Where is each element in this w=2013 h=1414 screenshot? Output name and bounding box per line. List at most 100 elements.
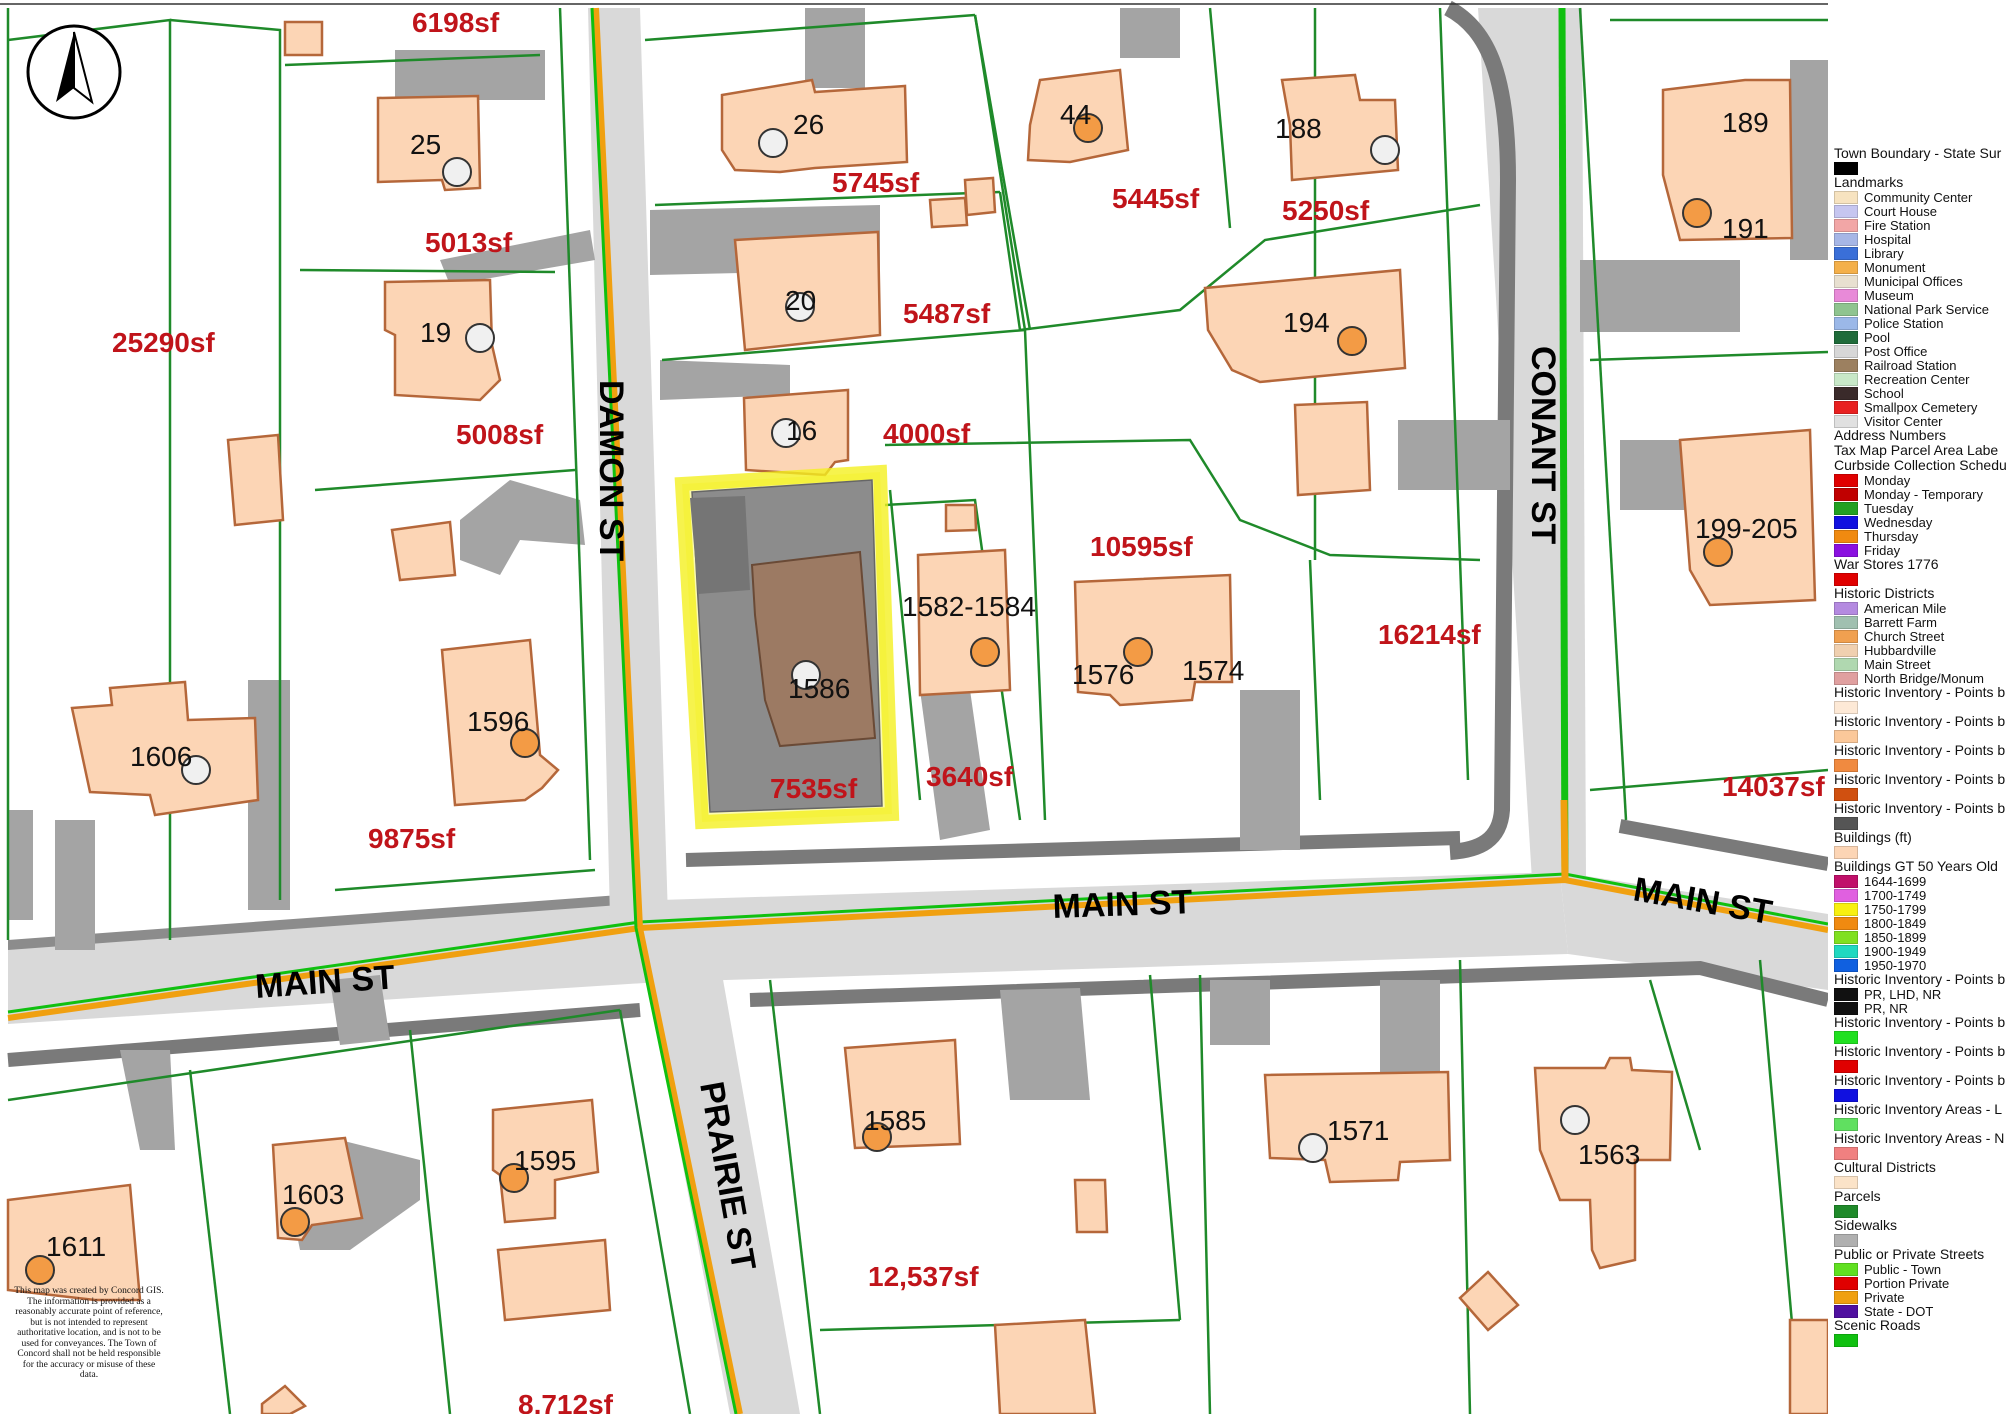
- address-label: 1606: [130, 741, 192, 772]
- legend-section-title: Town Boundary - State Sur: [1834, 145, 2002, 161]
- legend-item-label: Recreation Center: [1864, 371, 1970, 387]
- legend-item-label: Tuesday: [1864, 500, 1914, 516]
- address-label: 1595: [514, 1145, 576, 1176]
- legend-item: [1834, 1333, 2013, 1347]
- area-label: 14037sf: [1722, 771, 1825, 802]
- legend-swatch: [1834, 888, 1858, 902]
- legend-item: Monument: [1834, 260, 2013, 275]
- legend-swatch: [1834, 372, 1858, 386]
- legend-swatch: [1834, 916, 1858, 930]
- address-label: 191: [1722, 213, 1769, 244]
- legend-swatch: [1834, 473, 1858, 487]
- address-label: 1576: [1072, 659, 1134, 690]
- address-label: 199-205: [1695, 513, 1798, 544]
- legend-item: [1834, 758, 2013, 772]
- legend-item: Library: [1834, 245, 2013, 261]
- legend-item-label: Monday: [1864, 472, 1911, 488]
- legend-swatch: [1834, 615, 1858, 629]
- legend-item: Recreation Center: [1834, 371, 2013, 387]
- legend-item: [1834, 700, 2013, 714]
- legend-item-label: 1700-1749: [1864, 887, 1927, 903]
- legend-item-label: School: [1864, 385, 1904, 401]
- legend-item: [1834, 845, 2013, 859]
- legend-swatch: [1834, 700, 1858, 714]
- legend-swatch: [1834, 987, 1858, 1001]
- legend-swatch: [1834, 1233, 1858, 1247]
- legend-section-title: Curbside Collection Schedu: [1834, 457, 2007, 473]
- parcel-area-labels: 6198sf 5013sf 25290sf 5008sf 9875sf 5745…: [112, 7, 1825, 1414]
- legend-swatch: [1834, 330, 1858, 344]
- legend-swatch: [1834, 629, 1858, 643]
- legend-swatch: [1834, 671, 1858, 685]
- legend-swatch: [1834, 260, 1858, 274]
- legend-swatch: [1834, 729, 1858, 743]
- legend-section-title: Historic Districts: [1834, 585, 1935, 601]
- legend-section-title: Buildings GT 50 Years Old: [1834, 858, 1998, 874]
- legend-item-label: Community Center: [1864, 189, 1973, 205]
- legend-item-label: 1750-1799: [1864, 901, 1927, 917]
- legend-section-title: Sidewalks: [1834, 1217, 1898, 1233]
- address-label: 1582-1584: [902, 591, 1036, 622]
- street-network: [7, 0, 1830, 1414]
- area-label: 7535sf: [770, 773, 858, 804]
- legend-swatch: [1834, 487, 1858, 501]
- legend-item: [1834, 787, 2013, 801]
- legend-swatch: [1834, 845, 1858, 859]
- legend-item: Church Street: [1834, 629, 2013, 644]
- address-label: 1603: [282, 1179, 344, 1210]
- legend-item: Wednesday: [1834, 515, 2013, 530]
- legend-swatch: [1834, 288, 1858, 302]
- legend-swatch: [1834, 1030, 1858, 1044]
- legend-section-title: Cultural Districts: [1834, 1159, 1936, 1175]
- legend-swatch: [1834, 400, 1858, 414]
- legend-item-label: Police Station: [1864, 315, 1944, 331]
- legend-item-label: Court House: [1864, 203, 1937, 219]
- selected-parcel-1586[interactable]: [674, 464, 900, 830]
- legend-item: School: [1834, 385, 2013, 401]
- legend-swatch: [1834, 204, 1858, 218]
- legend-swatch: [1834, 1117, 1858, 1131]
- legend-item-label: National Park Service: [1864, 301, 1989, 317]
- legend-swatch: [1834, 758, 1858, 772]
- legend-item: 1750-1799: [1834, 901, 2013, 917]
- legend-item: [1834, 1117, 2013, 1131]
- legend-section-title: Buildings (ft): [1834, 829, 1912, 845]
- legend-item-label: 1850-1899: [1864, 929, 1927, 945]
- legend-section-title: Historic Inventory - Points b: [1834, 684, 2006, 700]
- address-label: 26: [793, 109, 824, 140]
- address-points: [25, 113, 1733, 1285]
- legend-swatch: [1834, 1333, 1858, 1347]
- legend-item: State - DOT: [1834, 1304, 2013, 1319]
- legend-item: [1834, 1175, 2013, 1189]
- legend-swatch: [1834, 501, 1858, 515]
- legend-item: 1800-1849: [1834, 916, 2013, 931]
- legend-item: Public - Town: [1834, 1262, 2013, 1277]
- legend-swatch: [1834, 601, 1858, 615]
- legend-item-label: Portion Private: [1864, 1275, 1950, 1291]
- legend-swatch: [1834, 1204, 1858, 1218]
- legend-item-label: 1644-1699: [1864, 873, 1927, 889]
- legend-item: Main Street: [1834, 656, 2013, 672]
- legend-item: Fire Station: [1834, 218, 2013, 233]
- address-label: 194: [1283, 307, 1330, 338]
- legend-item-label: Private: [1864, 1289, 1905, 1305]
- driveways: [8, 8, 1828, 1250]
- street-label-damon-st: DAMON ST: [592, 380, 630, 562]
- legend-item-label: Library: [1864, 245, 1904, 261]
- legend-swatch: [1834, 944, 1858, 958]
- legend-swatch: [1834, 386, 1858, 400]
- legend-swatch: [1834, 902, 1858, 916]
- area-label: 16214sf: [1378, 619, 1481, 650]
- legend-swatch: [1834, 1304, 1858, 1318]
- legend-item: Barrett Farm: [1834, 615, 2013, 630]
- area-label: 3640sf: [926, 761, 1014, 792]
- legend-item-label: Main Street: [1864, 656, 1931, 672]
- legend-item: [1834, 816, 2013, 830]
- legend-section-title: Public or Private Streets: [1834, 1246, 1985, 1262]
- legend-swatch: [1834, 529, 1858, 543]
- address-label: 1586: [788, 673, 850, 704]
- address-label: 16: [786, 415, 817, 446]
- legend-item-label: Monday - Temporary: [1864, 486, 1983, 502]
- legend-item: [1834, 729, 2013, 743]
